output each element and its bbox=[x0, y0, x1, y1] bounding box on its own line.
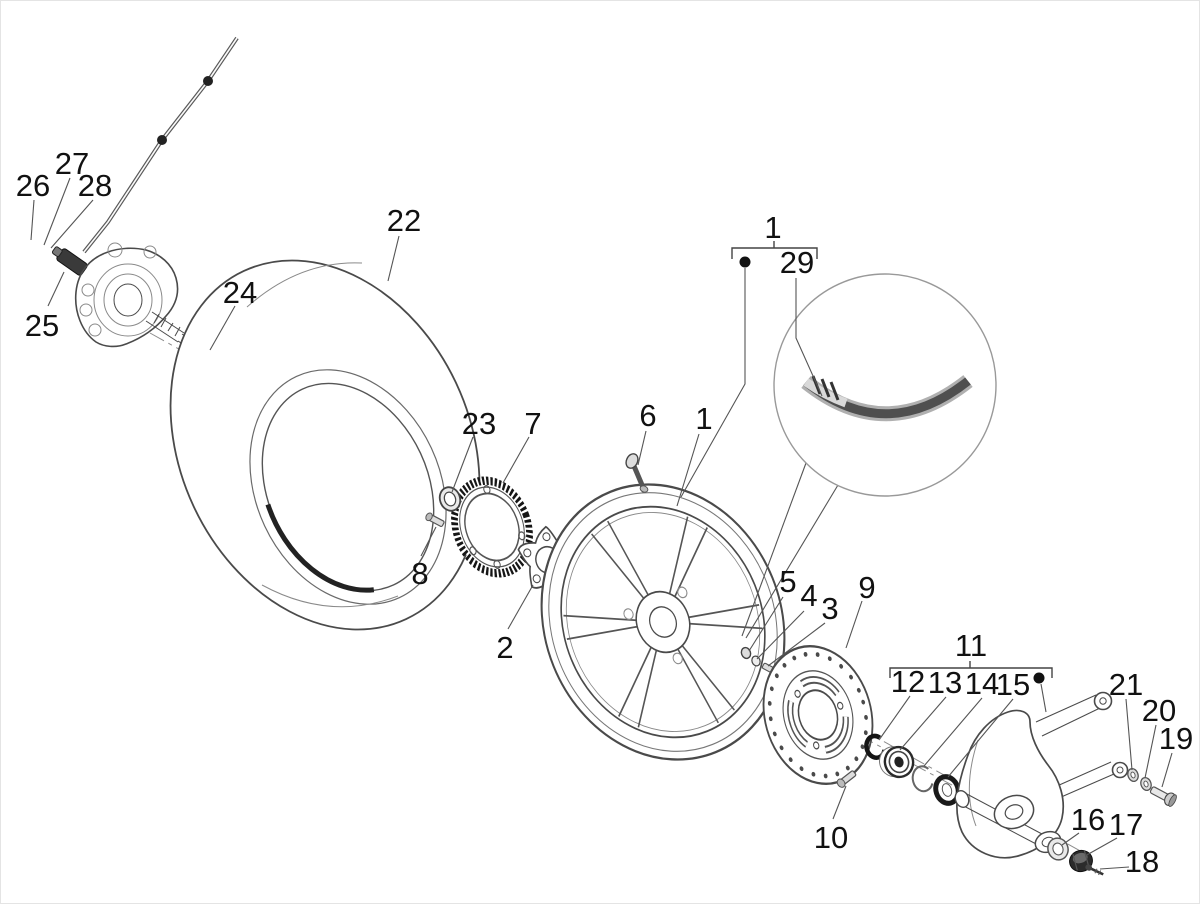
callout-1-top: 1 bbox=[764, 210, 781, 245]
callout-2: 2 bbox=[496, 630, 513, 665]
bearing-group-drawing bbox=[864, 733, 961, 806]
callout-14: 14 bbox=[965, 666, 999, 701]
callout-1-wheel: 1 bbox=[695, 401, 712, 436]
leader-lines bbox=[30, 177, 1173, 870]
callout-22: 22 bbox=[387, 203, 421, 238]
bolt-8-drawing bbox=[425, 512, 445, 528]
callout-15: 15 bbox=[996, 667, 1030, 702]
callout-21: 21 bbox=[1109, 667, 1143, 702]
caliper-bracket-drawing bbox=[954, 691, 1129, 859]
wheel-drawing bbox=[540, 483, 786, 761]
bolt-19-drawing bbox=[1149, 786, 1177, 807]
callout-17: 17 bbox=[1109, 807, 1143, 842]
valve-stem-drawing bbox=[625, 453, 649, 493]
washer-21-drawing bbox=[1127, 768, 1139, 782]
seal-15-drawing bbox=[933, 774, 961, 806]
callout-6: 6 bbox=[639, 398, 656, 433]
callout-12: 12 bbox=[891, 664, 925, 699]
callout-7: 7 bbox=[524, 406, 541, 441]
speed-sensor-drawing bbox=[51, 246, 88, 276]
brake-disc-drawing bbox=[762, 645, 874, 785]
callout-28: 28 bbox=[78, 168, 112, 203]
callout-18: 18 bbox=[1125, 844, 1159, 879]
gearbox-drawing bbox=[74, 242, 200, 352]
callout-27: 27 bbox=[55, 146, 89, 181]
detail-balloon bbox=[741, 273, 997, 639]
wheel-spokes bbox=[563, 516, 763, 728]
tire-drawing bbox=[169, 259, 481, 631]
callout-labels: 26 27 28 25 24 22 23 7 8 2 6 1 1 29 5 4 … bbox=[16, 146, 1193, 879]
bushing-16-drawing bbox=[1047, 837, 1069, 861]
circlip-14-drawing bbox=[911, 765, 934, 793]
cable-clip-icon bbox=[157, 135, 167, 145]
assembly-dot bbox=[739, 256, 751, 268]
callout-24: 24 bbox=[223, 275, 257, 310]
callout-11: 11 bbox=[955, 628, 987, 663]
bolt-10-drawing bbox=[836, 770, 857, 788]
callout-29: 29 bbox=[780, 245, 814, 280]
cable-clip-icon bbox=[203, 76, 213, 86]
washer-20-drawing bbox=[1140, 777, 1152, 791]
callout-25: 25 bbox=[25, 308, 59, 343]
callout-26: 26 bbox=[16, 168, 50, 203]
screw-18-drawing bbox=[1085, 864, 1104, 876]
group-bracket-1 bbox=[680, 241, 823, 498]
callout-20: 20 bbox=[1142, 693, 1176, 728]
group-bracket-11 bbox=[889, 661, 1053, 713]
callout-10: 10 bbox=[814, 820, 848, 855]
callout-3: 3 bbox=[821, 591, 838, 626]
callout-23: 23 bbox=[462, 406, 496, 441]
callout-9: 9 bbox=[858, 570, 875, 605]
callout-5: 5 bbox=[779, 564, 796, 599]
callout-19: 19 bbox=[1159, 721, 1193, 756]
tone-ring-drawing bbox=[451, 476, 533, 578]
callout-4: 4 bbox=[800, 578, 817, 613]
ball-bearing-13-drawing bbox=[879, 745, 915, 779]
callout-13: 13 bbox=[928, 665, 962, 700]
callout-8: 8 bbox=[411, 556, 428, 591]
speed-sensor-cable-drawing bbox=[51, 36, 239, 276]
ring-nut-drawing bbox=[438, 486, 462, 512]
callout-16: 16 bbox=[1071, 802, 1105, 837]
assembly-dot bbox=[1033, 672, 1045, 684]
